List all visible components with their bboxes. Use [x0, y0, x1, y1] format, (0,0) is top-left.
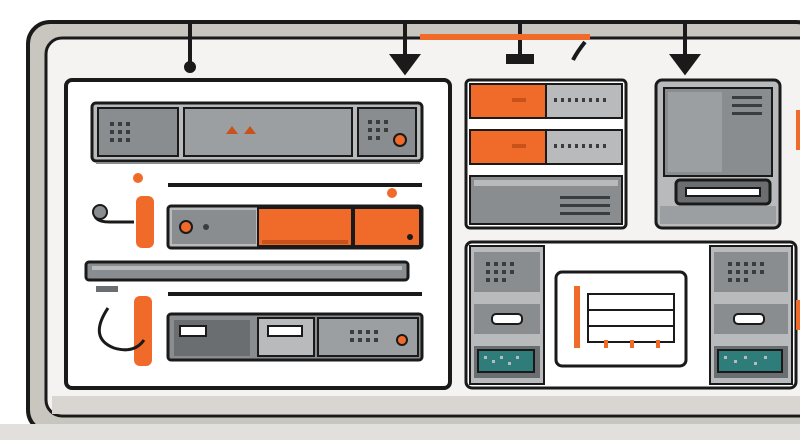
- center-display: [554, 270, 688, 368]
- vent-grille-icon: [554, 144, 606, 148]
- rack-rail: [84, 260, 410, 282]
- right-drive-stack: [464, 78, 628, 230]
- down-arrow-icon: [669, 54, 701, 76]
- rack-unit-bottom: [166, 312, 424, 362]
- rack-unit-top: [90, 101, 424, 164]
- power-knob-icon: [393, 133, 407, 147]
- status-led: [226, 126, 256, 134]
- top-accent-strip: [420, 34, 590, 40]
- vent-grille-icon: [554, 98, 606, 102]
- vent-grille-icon: [110, 122, 130, 142]
- right-module: [709, 245, 793, 385]
- left-panel: [64, 78, 452, 390]
- vent-grille-icon: [486, 262, 514, 282]
- down-arrow-icon: [389, 54, 421, 76]
- vent-grille-icon: [728, 262, 764, 282]
- power-knob-icon: [179, 220, 193, 234]
- power-knob-icon: [396, 334, 408, 346]
- top-cables: [184, 24, 701, 76]
- vent-grille-icon: [350, 330, 378, 342]
- edge-accent: [796, 110, 800, 150]
- edge-accent: [796, 300, 800, 330]
- vent-grille-icon: [368, 120, 388, 140]
- right-bottom-panel: [464, 240, 798, 390]
- floor-shadow: [0, 424, 800, 440]
- rack-unit-middle: [166, 204, 424, 250]
- right-cabinet: [654, 78, 782, 230]
- left-cable-assembly: [92, 173, 397, 366]
- left-module: [469, 245, 545, 385]
